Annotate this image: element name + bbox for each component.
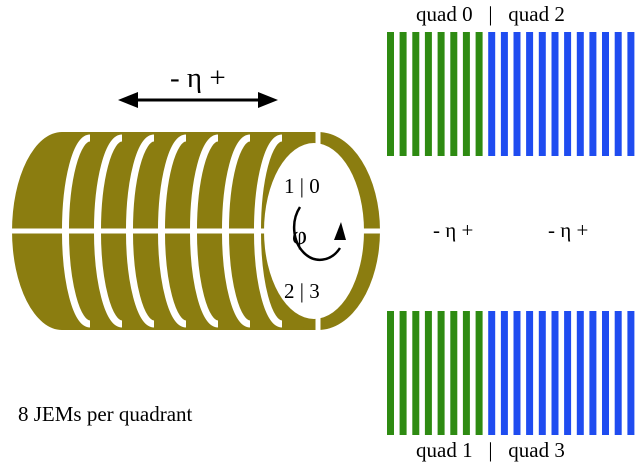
top-blue-jem-stripe	[538, 32, 546, 156]
bottom-green-jem-stripe	[399, 311, 407, 435]
quad-1-3-jem-stripes	[387, 311, 635, 435]
bottom-blue-jem-stripe	[488, 311, 496, 435]
bottom-green-jem-stripe	[424, 311, 432, 435]
caption: 8 JEMs per quadrant	[18, 402, 193, 426]
quadrant-upper-label: 1 | 0	[284, 174, 320, 198]
top-blue-jem-stripe	[614, 32, 622, 156]
quadrant-lower-label: 2 | 3	[284, 279, 320, 303]
eta-double-arrow	[118, 92, 278, 108]
top-blue-jem-stripe	[564, 32, 572, 156]
bottom-blue-jem-stripe	[513, 311, 521, 435]
bottom-blue-jem-stripe	[576, 311, 584, 435]
bottom-blue-jem-stripe	[589, 311, 597, 435]
top-green-jem-stripe	[399, 32, 407, 156]
bottom-green-jem-stripe	[462, 311, 470, 435]
bottom-blue-jem-stripe	[500, 311, 508, 435]
bottom-green-jem-stripe	[387, 311, 394, 435]
bottom-quad-label: quad 1 | quad 3	[416, 438, 565, 462]
bottom-blue-jem-stripe	[551, 311, 559, 435]
phi-rotation-arc	[292, 206, 342, 262]
bottom-green-jem-stripe	[437, 311, 445, 435]
top-green-jem-stripe	[387, 32, 394, 156]
eta-arrow-label: - η +	[170, 62, 226, 94]
top-blue-jem-stripe	[526, 32, 534, 156]
bottom-blue-jem-stripe	[627, 311, 635, 435]
top-blue-jem-stripe	[500, 32, 508, 156]
phi-rotation-arrowhead	[334, 222, 346, 240]
bottom-green-jem-stripe	[412, 311, 420, 435]
top-green-jem-stripe	[437, 32, 445, 156]
calorimeter-cylinder	[0, 132, 384, 330]
top-blue-jem-stripe	[576, 32, 584, 156]
bottom-blue-jem-stripe	[614, 311, 622, 435]
phi-label: φ	[292, 221, 308, 250]
top-blue-jem-stripe	[627, 32, 635, 156]
top-green-jem-stripe	[424, 32, 432, 156]
top-blue-jem-stripe	[513, 32, 521, 156]
top-green-jem-stripe	[462, 32, 470, 156]
bottom-blue-jem-stripe	[602, 311, 609, 435]
top-green-jem-stripe	[475, 32, 483, 156]
bottom-blue-jem-stripe	[526, 311, 534, 435]
top-green-jem-stripe	[412, 32, 420, 156]
bottom-blue-jem-stripe	[538, 311, 546, 435]
bottom-green-jem-stripe	[450, 311, 458, 435]
eta-left-label: - η +	[433, 218, 474, 242]
quad-0-2-jem-stripes	[387, 32, 635, 156]
top-blue-jem-stripe	[488, 32, 496, 156]
top-green-jem-stripe	[450, 32, 458, 156]
top-blue-jem-stripe	[602, 32, 609, 156]
eta-right-label: - η +	[548, 218, 589, 242]
top-quad-label: quad 0 | quad 2	[416, 2, 565, 26]
top-blue-jem-stripe	[551, 32, 559, 156]
bottom-green-jem-stripe	[475, 311, 483, 435]
bottom-blue-jem-stripe	[564, 311, 572, 435]
top-blue-jem-stripe	[589, 32, 597, 156]
